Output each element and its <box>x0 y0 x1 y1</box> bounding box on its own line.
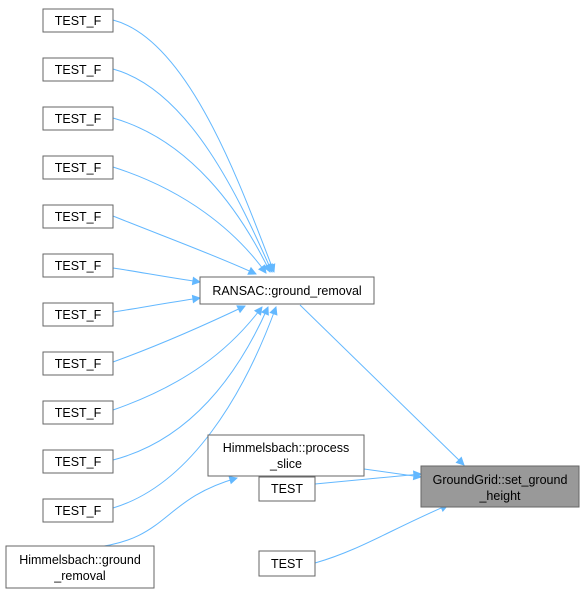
node-groundgrid-set-ground-height[interactable]: GroundGrid::set_ground _height <box>420 465 580 508</box>
edge-test-f-8-to-ransac <box>112 306 245 363</box>
node-test-f-9[interactable]: TEST_F <box>42 400 114 425</box>
node-label-line-2: _removal <box>53 569 105 583</box>
node-himmelsbach-process-slice[interactable]: Himmelsbach::process _slice <box>207 434 365 477</box>
node-test-f-7[interactable]: TEST_F <box>42 302 114 327</box>
node-label-line-1: GroundGrid::set_ground <box>433 473 568 487</box>
edge-himmel-ground-to-himmel-process <box>89 478 237 549</box>
node-label: TEST_F <box>55 161 102 175</box>
node-test-f-4[interactable]: TEST_F <box>42 155 114 180</box>
node-himmelsbach-ground-removal[interactable]: Himmelsbach::ground _removal <box>5 545 155 589</box>
edge-test-f-7-to-ransac <box>112 298 200 313</box>
node-test-f-11[interactable]: TEST_F <box>42 498 114 523</box>
node-label: TEST <box>271 482 303 496</box>
node-label: TEST_F <box>55 259 102 273</box>
edge-test-1-to-root <box>314 474 421 485</box>
edge-ransac-to-root <box>299 304 464 465</box>
node-test-f-10[interactable]: TEST_F <box>42 449 114 474</box>
node-test-f-2[interactable]: TEST_F <box>42 57 114 82</box>
node-label-line-1: Himmelsbach::ground <box>19 553 141 567</box>
node-label: TEST_F <box>55 112 102 126</box>
edge-test-f-3-to-ransac <box>112 117 270 272</box>
edge-test-f-1-to-ransac <box>112 19 274 272</box>
edge-test-2-to-root <box>314 505 448 564</box>
node-test-f-3[interactable]: TEST_F <box>42 106 114 131</box>
edge-himmel-process-to-root <box>363 468 421 477</box>
node-test-2[interactable]: TEST <box>258 550 316 577</box>
edges <box>89 19 464 564</box>
node-label: TEST <box>271 557 303 571</box>
edge-test-f-11-to-ransac <box>112 307 276 509</box>
edge-test-f-4-to-ransac <box>112 166 266 273</box>
node-test-f-5[interactable]: TEST_F <box>42 204 114 229</box>
node-test-1[interactable]: TEST <box>258 476 316 502</box>
node-label: TEST_F <box>55 210 102 224</box>
edge-test-f-2-to-ransac <box>112 68 272 272</box>
node-label: RANSAC::ground_removal <box>212 284 361 298</box>
edge-test-f-10-to-ransac <box>112 307 268 461</box>
node-label-line-1: Himmelsbach::process <box>223 441 349 455</box>
node-label: TEST_F <box>55 63 102 77</box>
node-label: TEST_F <box>55 406 102 420</box>
node-label: TEST_F <box>55 14 102 28</box>
edge-test-f-6-to-ransac <box>112 267 200 282</box>
node-label-line-2: _height <box>478 489 521 503</box>
node-test-f-6[interactable]: TEST_F <box>42 253 114 278</box>
node-label: TEST_F <box>55 308 102 322</box>
edge-test-f-9-to-ransac <box>112 307 262 411</box>
edge-test-f-5-to-ransac <box>112 215 256 274</box>
nodes: TEST_F TEST_F TEST_F TEST_F TEST_F TEST_… <box>5 8 580 589</box>
node-test-f-8[interactable]: TEST_F <box>42 351 114 376</box>
node-label-line-2: _slice <box>269 457 302 471</box>
node-label: TEST_F <box>55 504 102 518</box>
node-ransac-ground-removal[interactable]: RANSAC::ground_removal <box>199 276 375 305</box>
node-test-f-1[interactable]: TEST_F <box>42 8 114 33</box>
node-label: TEST_F <box>55 357 102 371</box>
node-label: TEST_F <box>55 455 102 469</box>
